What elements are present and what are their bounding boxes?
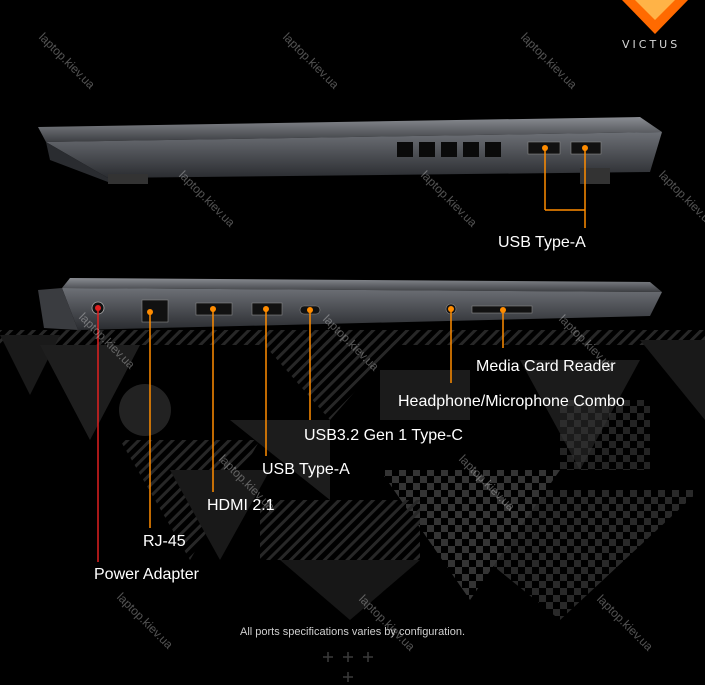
port-label-headphone-mic-combo: Headphone/Microphone Combo xyxy=(398,393,625,410)
configuration-disclaimer: All ports specifications varies by confi… xyxy=(240,626,465,638)
right-usb-leader-lines xyxy=(544,148,586,228)
background-pattern xyxy=(0,330,705,620)
port-label-media-card-reader: Media Card Reader xyxy=(476,358,616,375)
port-label-power-adapter: Power Adapter xyxy=(94,566,199,583)
left-port-leader-lines xyxy=(97,308,504,562)
victus-chevron-logo-icon xyxy=(622,0,688,34)
port-label-hdmi: HDMI 2.1 xyxy=(207,497,275,514)
laptop-left-side-view xyxy=(38,278,662,330)
laptop-right-side-view xyxy=(38,117,662,184)
brand-logo-text: VICTUS xyxy=(622,38,681,51)
port-label-usb-type-c: USB3.2 Gen 1 Type-C xyxy=(304,427,463,444)
port-label-left-usb-type-a: USB Type-A xyxy=(262,461,350,478)
plus-marks xyxy=(323,652,373,682)
port-label-right-usb-type-a: USB Type-A xyxy=(498,234,586,251)
port-label-rj45: RJ-45 xyxy=(143,533,186,550)
